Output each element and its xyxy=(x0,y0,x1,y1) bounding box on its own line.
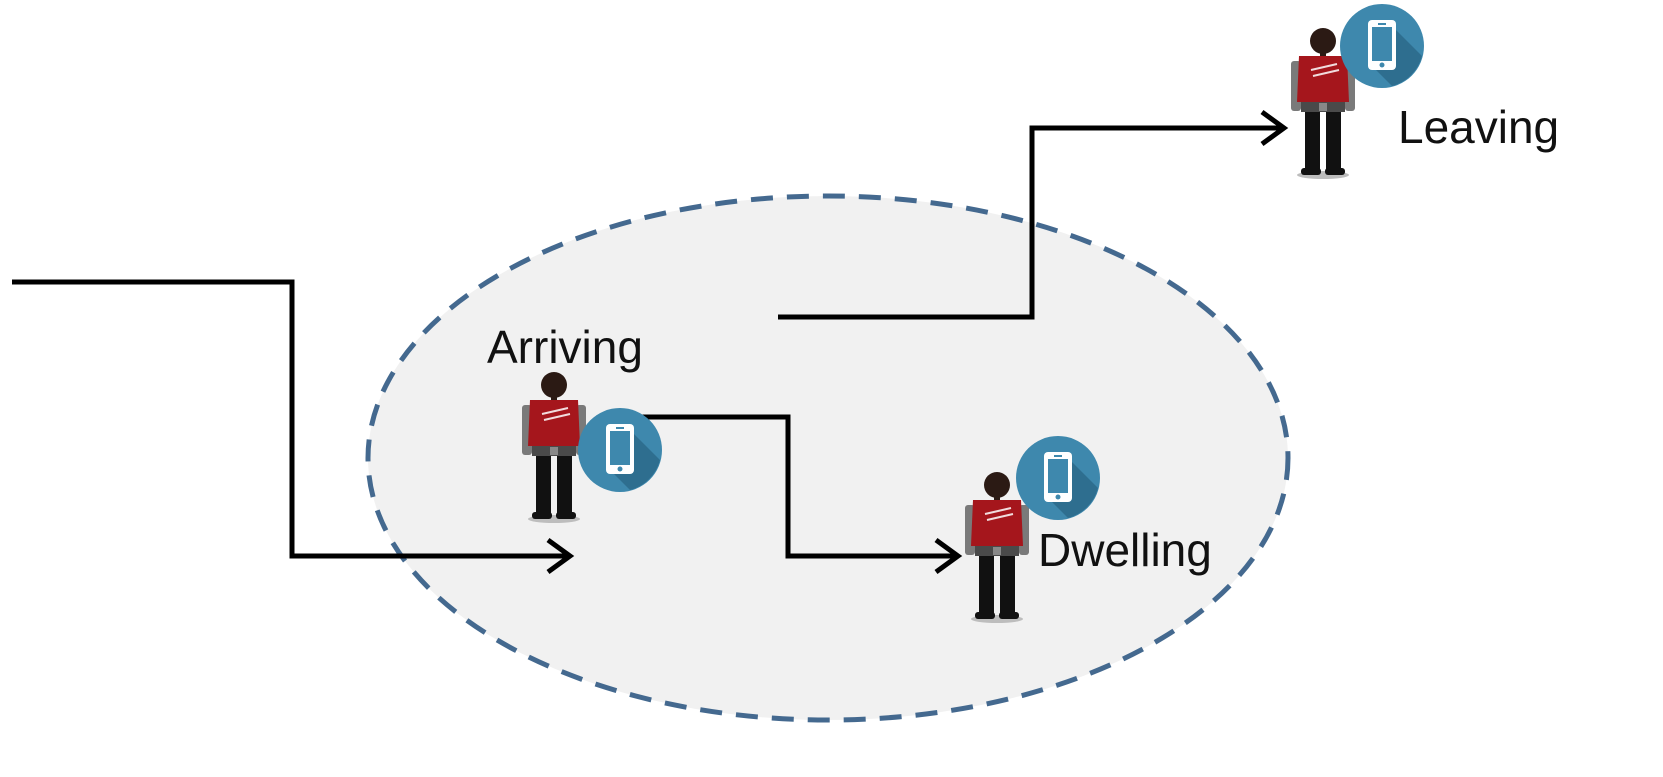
leaving-label: Leaving xyxy=(1398,101,1559,153)
smartphone-icon xyxy=(578,408,662,492)
path-entering xyxy=(12,279,575,575)
path-leaving xyxy=(778,109,1289,320)
smartphone-icon xyxy=(1340,4,1424,88)
path-arriving-to-dwelling xyxy=(640,414,963,575)
smartphone-icon xyxy=(1016,436,1100,520)
arriving-label: Arriving xyxy=(487,321,643,373)
dwelling-label: Dwelling xyxy=(1038,524,1212,576)
zone-ellipse xyxy=(365,193,1291,723)
